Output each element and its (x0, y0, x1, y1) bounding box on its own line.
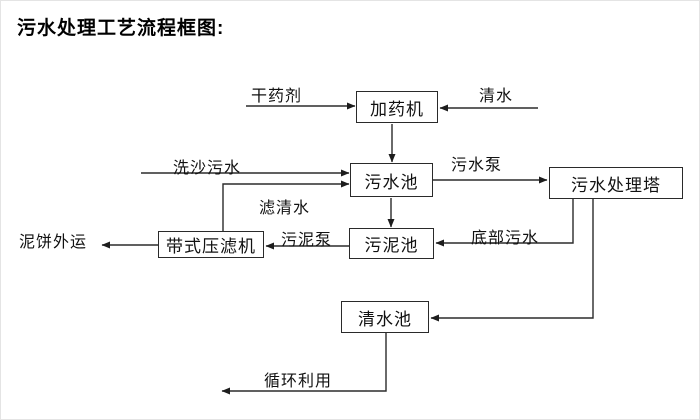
edge-tower-to-clean-line (430, 199, 594, 322)
label-filtered-water: 滤清水 (259, 200, 311, 217)
label-sand-washing-sewage: 洗沙污水 (173, 160, 242, 177)
node-dosing-machine: 加药机 (356, 91, 438, 123)
node-treatment-tower: 污水处理塔 (549, 167, 683, 199)
page-title: 污水处理工艺流程框图: (17, 18, 225, 39)
label-sludge-pump: 污泥泵 (281, 232, 333, 249)
label-bottom-sewage: 底部污水 (471, 230, 540, 247)
node-belt-filter-press: 带式压滤机 (158, 231, 264, 258)
label-mud-cake-transport: 泥饼外运 (19, 234, 88, 251)
node-clean-water-pool: 清水池 (341, 301, 429, 333)
edge-filtered-water-line (222, 180, 350, 231)
label-dry-agent: 干药剂 (251, 88, 303, 105)
label-clean-water: 清水 (479, 88, 514, 105)
node-sludge-pool: 污泥池 (349, 228, 434, 259)
label-recycle-use: 循环利用 (264, 373, 333, 390)
node-sewage-pool: 污水池 (350, 163, 433, 197)
edge-recycle-line (221, 333, 387, 395)
label-sewage-pump: 污水泵 (451, 157, 503, 174)
edge-bottom-sewage-line (435, 199, 574, 247)
